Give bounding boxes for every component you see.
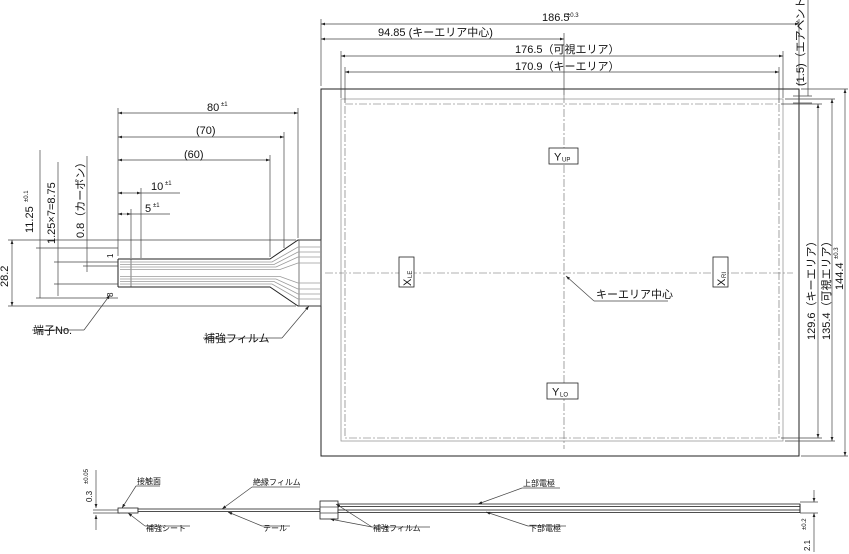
- svg-text:80: 80: [207, 102, 219, 114]
- dim-key-height: 129.6（キーエリア）: [781, 103, 822, 439]
- svg-text:±0.3: ±0.3: [567, 13, 579, 19]
- section-label-lower-electrode: 下部電極: [485, 511, 566, 533]
- cross-section: [93, 500, 801, 520]
- svg-text:8: 8: [106, 292, 115, 297]
- svg-text:絶縁フィルム: 絶縁フィルム: [253, 477, 301, 487]
- svg-text:±1: ±1: [221, 102, 228, 108]
- dim-5: 5 ±1: [118, 203, 170, 258]
- svg-text:144.4: 144.4: [834, 262, 846, 290]
- svg-text:±0.1: ±0.1: [24, 190, 30, 202]
- svg-text:±0.05: ±0.05: [84, 468, 90, 484]
- svg-text:端子No.: 端子No.: [33, 324, 72, 337]
- svg-text:RI: RI: [722, 272, 728, 278]
- dim-stack-height: 2.1 ±0.2: [800, 490, 818, 552]
- svg-text:170.9（キーエリア）: 170.9（キーエリア）: [515, 60, 620, 73]
- svg-text:1.25×7=8.75: 1.25×7=8.75: [46, 182, 58, 244]
- svg-text:±0.3: ±0.3: [834, 247, 840, 259]
- svg-text:±1: ±1: [153, 203, 160, 209]
- svg-text:0.8（カーボン）: 0.8（カーボン）: [74, 157, 87, 238]
- label-x-ri: X RI: [712, 256, 729, 288]
- svg-text:LO: LO: [560, 393, 568, 399]
- section-label-tail: テール: [227, 511, 290, 533]
- svg-text:±1: ±1: [165, 181, 172, 187]
- svg-text:UP: UP: [562, 158, 570, 164]
- key-center-callout: キーエリア中心: [565, 275, 673, 302]
- dim-total-height: 144.4 ±0.3: [801, 88, 848, 457]
- svg-text:0.3: 0.3: [85, 490, 94, 502]
- svg-text:上部電極: 上部電極: [523, 478, 555, 488]
- svg-text:94.85 (キーエリア中心): 94.85 (キーエリア中心): [378, 26, 493, 39]
- svg-text:(60): (60): [184, 149, 204, 161]
- dim-visible-width: 176.5（可視エリア）: [340, 42, 784, 98]
- tail-reinforce-film: [298, 239, 322, 307]
- svg-text:2.1: 2.1: [803, 539, 812, 551]
- tail-traces: [120, 246, 322, 300]
- svg-text:(1.5)（エアベント）: (1.5)（エアベント）: [794, 0, 807, 86]
- svg-text:±0.2: ±0.2: [802, 518, 808, 530]
- reinforce-film-callout: 補強フィルム: [203, 305, 310, 345]
- svg-text:キーエリア中心: キーエリア中心: [596, 288, 673, 301]
- svg-text:186.5: 186.5: [542, 12, 570, 24]
- label-y-lo: Y LO: [546, 382, 579, 400]
- svg-text:補強フィルム: 補強フィルム: [204, 332, 270, 345]
- svg-text:5: 5: [145, 203, 151, 215]
- svg-text:1: 1: [106, 253, 115, 258]
- section-label-reinforce-sheet: 補強シート: [127, 512, 190, 533]
- visible-area: [340, 98, 784, 442]
- section-label-upper-electrode: 上部電極: [477, 478, 560, 505]
- svg-text:補強フィルム: 補強フィルム: [373, 523, 421, 533]
- label-y-up: Y UP: [548, 147, 579, 165]
- svg-text:176.5（可視エリア）: 176.5（可視エリア）: [515, 42, 620, 56]
- dim-tail-80: 80 ±1: [117, 102, 299, 256]
- label-x-le: X LE: [398, 256, 415, 288]
- dim-thickness: 0.3 ±0.05: [84, 468, 98, 530]
- dim-tail-width: 28.2: [0, 239, 296, 307]
- svg-text:28.2: 28.2: [0, 266, 11, 287]
- section-label-contact-face: 接触面: [121, 476, 161, 509]
- dim-key-center-x: 94.85 (キーエリア中心): [321, 26, 565, 95]
- dim-view-height: 135.4（可視エリア）: [785, 98, 835, 442]
- section-label-reinforce-film: 補強フィルム: [329, 503, 430, 533]
- svg-text:129.6（キーエリア）: 129.6（キーエリア）: [805, 235, 818, 340]
- dim-11-25: 11.25 ±0.1: [24, 150, 118, 299]
- terminal-no-callout: 端子No.: [32, 294, 111, 337]
- svg-text:10: 10: [151, 181, 163, 193]
- dim-tail-70: (70): [118, 125, 285, 248]
- svg-text:11.25: 11.25: [24, 206, 36, 233]
- tail-outline: [117, 239, 321, 307]
- svg-text:X: X: [716, 278, 728, 286]
- dim-overall-width: 186.5 ±0.3: [320, 12, 800, 86]
- svg-text:補強シート: 補強シート: [146, 523, 186, 533]
- section-label-insulation-film: 絶縁フィルム: [221, 477, 301, 510]
- dim-key-width: 170.9（キーエリア）: [344, 60, 780, 103]
- svg-text:(70): (70): [196, 125, 216, 137]
- pin-numbers: 1 8: [106, 253, 115, 297]
- key-area: [344, 103, 780, 439]
- svg-text:LE: LE: [408, 271, 414, 278]
- svg-text:Y: Y: [552, 387, 560, 399]
- dim-10: 10 ±1: [118, 181, 180, 258]
- svg-text:X: X: [402, 278, 414, 286]
- svg-text:Y: Y: [554, 152, 562, 164]
- dim-pitch: 1.25×7=8.75: [46, 162, 118, 296]
- svg-text:テール: テール: [263, 524, 287, 533]
- dim-carbon: 0.8（カーボン）: [74, 156, 118, 272]
- svg-text:135.4（可視エリア）: 135.4（可視エリア）: [819, 235, 833, 340]
- dim-air-vent: (1.5)（エアベント）: [793, 0, 812, 104]
- svg-text:接触面: 接触面: [137, 476, 161, 486]
- svg-text:下部電極: 下部電極: [529, 523, 561, 533]
